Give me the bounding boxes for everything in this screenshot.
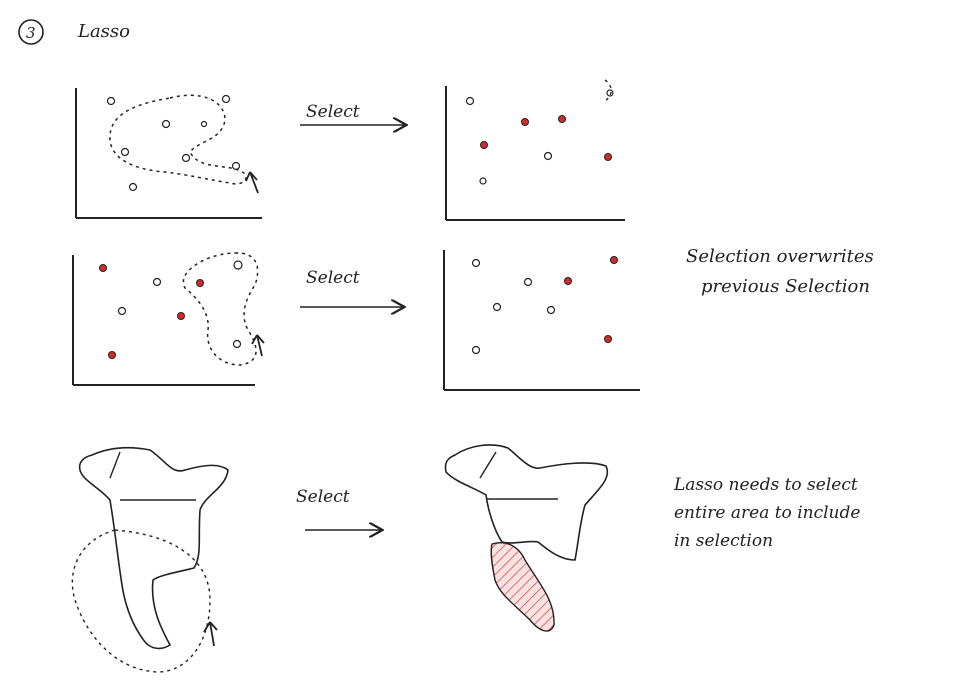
data-point [233,260,243,270]
row2-note: Selection overwrites previous Selection [686,246,874,297]
data-point [543,151,553,161]
row2-select-arrow: Select [300,268,403,307]
lasso-path [182,252,259,366]
cursor-arrow-icon [245,171,259,194]
selected-point [196,279,204,287]
hatched-selection [490,542,555,632]
data-point [117,306,127,316]
section-title: Lasso [77,21,130,42]
selected-point [564,277,572,285]
row1-select-arrow: Select [300,102,405,125]
note-line: entire area to include [674,503,860,523]
selected-point [558,115,566,123]
section-number-circle [18,19,44,45]
row1-after-plot [445,79,625,221]
select-label: Select [296,487,350,507]
selected-point [604,153,612,161]
data-point [128,182,138,192]
data-point [471,258,481,268]
note-line: previous Selection [701,276,870,297]
data-point [471,345,481,355]
data-point [161,119,171,129]
data-point [465,96,475,106]
note-line: in selection [674,531,773,551]
selected-point [604,335,612,343]
select-label: Select [306,268,360,288]
selected-point [480,141,488,149]
note-line: Selection overwrites [686,246,874,267]
lasso-path-fragment [604,79,612,101]
section-header: 3 Lasso [18,19,130,45]
data-point [546,305,556,315]
select-label: Select [306,102,360,122]
data-point [523,277,533,287]
cursor-arrow-icon [203,621,218,647]
row3-after-shape [444,444,609,632]
data-point [181,153,191,163]
data-point [606,89,614,97]
data-point [221,94,231,104]
data-point [492,302,502,312]
row2-before-plot [72,252,265,386]
data-point [479,177,487,185]
row1-before-plot [75,88,262,219]
data-point [200,120,208,128]
row3-select-arrow: Select [296,487,381,530]
row3-before-shape [71,446,229,673]
section-number: 3 [26,24,36,42]
data-point [152,277,162,287]
freeform-shape [444,444,609,561]
note-line: Lasso needs to select [673,475,858,495]
selected-point [610,256,618,264]
cursor-arrow-icon [251,334,265,357]
selected-point [99,264,107,272]
row2-after-plot [443,250,640,391]
freeform-shape [78,446,229,650]
row3-note: Lasso needs to select entire area to inc… [673,475,860,551]
data-point [231,161,241,171]
selected-point [177,312,185,320]
selected-point [521,118,529,126]
data-point [232,339,242,349]
data-point [106,96,116,106]
lasso-path [71,529,211,673]
data-point [120,147,130,157]
selected-point [108,351,116,359]
lasso-path [109,94,247,185]
